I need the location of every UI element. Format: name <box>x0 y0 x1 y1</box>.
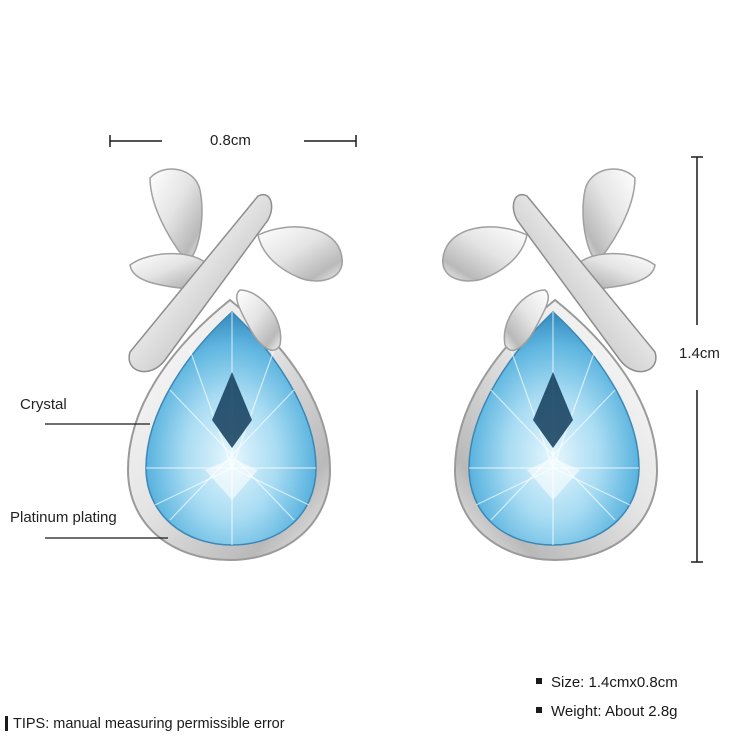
spec-weight-label: Weight: <box>551 703 602 720</box>
tips-text: TIPS: manual measuring permissible error <box>13 716 285 732</box>
spec-size-label: Size: <box>551 674 585 691</box>
tips-note: TIPS: manual measuring permissible error <box>5 715 285 732</box>
tips-bar-icon <box>5 715 8 731</box>
callout-lines <box>45 423 168 539</box>
height-label: 1.4cm <box>679 345 720 362</box>
width-label: 0.8cm <box>210 132 251 149</box>
bullet-icon <box>536 678 542 685</box>
height-dimension-line <box>691 156 703 563</box>
width-dimension-line <box>109 135 357 147</box>
crystal-callout: Crystal <box>20 396 67 413</box>
spec-weight: Weight: About 2.8g <box>536 703 678 720</box>
bullet-icon <box>536 707 542 714</box>
spec-size-value: 1.4cmx0.8cm <box>588 674 678 691</box>
left-earring <box>126 168 343 562</box>
spec-size: Size: 1.4cmx0.8cm <box>536 674 678 691</box>
right-earring <box>442 168 659 562</box>
platinum-plating-callout: Platinum plating <box>10 509 117 526</box>
spec-weight-value: About 2.8g <box>604 703 678 720</box>
